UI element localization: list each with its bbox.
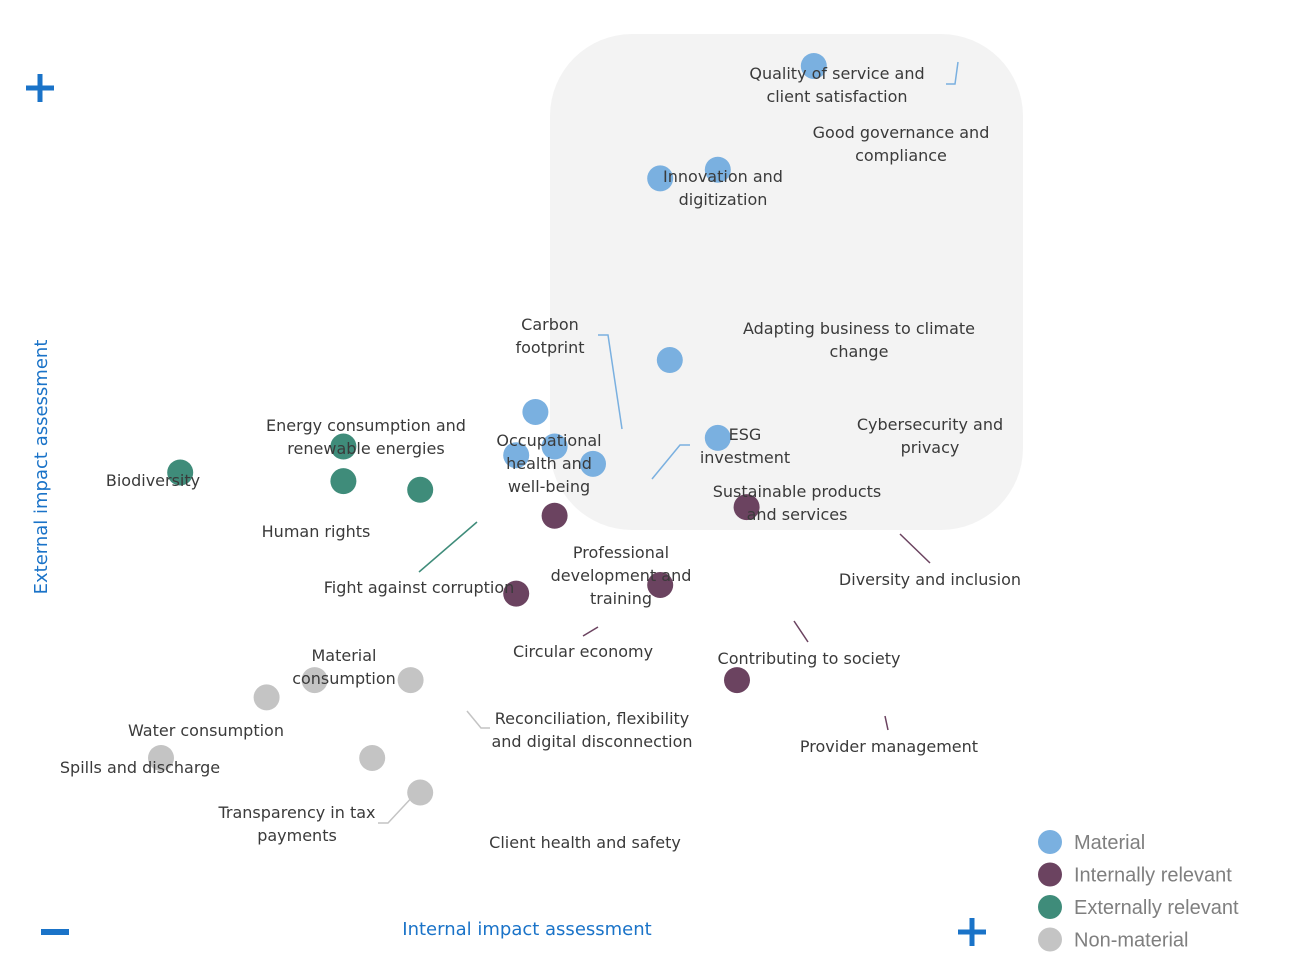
point-quality-of-service-and-client-satisfaction: [800, 52, 827, 79]
point-client-health-and-safety: [407, 779, 434, 806]
point-esg-investment: [541, 433, 568, 460]
legend-swatch-non-material: [1038, 927, 1062, 952]
point-human-rights: [330, 468, 357, 495]
leader-line-transparency-in-tax-payments: [378, 792, 417, 824]
leader-line-esg-investment: [651, 444, 690, 480]
y-axis-title: External impact assessment: [31, 340, 52, 595]
point-water-consumption: [253, 684, 280, 711]
point-adapting-business-to-climate-change: [656, 347, 683, 374]
legend-label-externally-relevant: Externally relevant: [1074, 897, 1239, 919]
point-contributing-to-society: [647, 571, 674, 598]
point-biodiversity: [167, 459, 194, 486]
point-good-governance-and-compliance: [704, 156, 731, 183]
material-quadrant-region: [550, 34, 1023, 530]
point-carbon-footprint: [522, 398, 549, 425]
point-cybersecurity-and-privacy: [704, 424, 731, 451]
leader-line-provider-management: [884, 715, 889, 731]
legend-label-non-material: Non-material: [1074, 930, 1188, 952]
point-fight-against-corruption: [407, 476, 434, 503]
legend-item-internally-relevant: Internally relevant: [1038, 862, 1232, 887]
point-label-client-health-and-safety: Client health and safety: [489, 833, 681, 852]
leader-line-contributing-to-society: [793, 620, 809, 643]
legend-swatch-internally-relevant: [1038, 862, 1062, 887]
leader-line-diversity-and-inclusion: [899, 533, 931, 564]
point-energy-consumption-and-renewable-energies: [330, 433, 357, 460]
legend-item-material: Material: [1038, 830, 1145, 854]
legend-label-material: Material: [1074, 832, 1145, 854]
y-axis-high-marker-icon: [26, 74, 54, 102]
legend-item-externally-relevant: Externally relevant: [1038, 895, 1239, 919]
point-label-circular-economy: Circular economy: [513, 642, 653, 661]
x-axis-title: Internal impact assessment: [402, 919, 651, 940]
leader-line-quality-of-service-and-client-satisfaction: [946, 61, 959, 85]
legend-label-internally-relevant: Internally relevant: [1074, 865, 1232, 887]
point-label-provider-management: Provider management: [800, 737, 978, 756]
point-provider-management: [724, 667, 750, 694]
x-axis-high-marker-icon: [958, 918, 986, 946]
legend-item-non-material: Non-material: [1038, 927, 1188, 952]
point-label-contributing-to-society: Contributing to society: [718, 649, 901, 668]
point-sustainable-products-and-services: [580, 450, 606, 477]
point-professional-development-and-training: [541, 502, 568, 529]
point-label-human-rights: Human rights: [262, 522, 371, 541]
leader-line-circular-economy: [582, 626, 599, 637]
leader-line-fight-against-corruption: [418, 521, 478, 573]
point-diversity-and-inclusion: [733, 494, 760, 521]
point-innovation-and-digitization: [647, 165, 674, 192]
point-label-diversity-and-inclusion: Diversity and inclusion: [839, 570, 1021, 589]
point-circular-economy: [503, 580, 530, 607]
point-label-water-consumption: Water consumption: [128, 721, 284, 740]
point-occupational-health-and-well-being: [503, 442, 530, 469]
point-label-spills-and-discharge: Spills and discharge: [60, 758, 220, 777]
legend-swatch-material: [1038, 830, 1062, 854]
point-label-fight-against-corruption: Fight against corruption: [324, 578, 515, 597]
leader-line-carbon-footprint: [598, 334, 623, 430]
leader-line-reconciliation-flexibility-and-digital-disconnection: [466, 710, 490, 729]
point-material-consumption: [301, 667, 328, 694]
point-transparency-in-tax-payments: [359, 744, 386, 771]
legend-swatch-externally-relevant: [1038, 895, 1062, 919]
point-label-biodiversity: Biodiversity: [106, 471, 200, 490]
point-reconciliation-flexibility-and-digital-disconnection: [397, 667, 424, 694]
x-axis-low-marker-icon: [41, 929, 69, 935]
point-spills-and-discharge: [148, 744, 174, 771]
